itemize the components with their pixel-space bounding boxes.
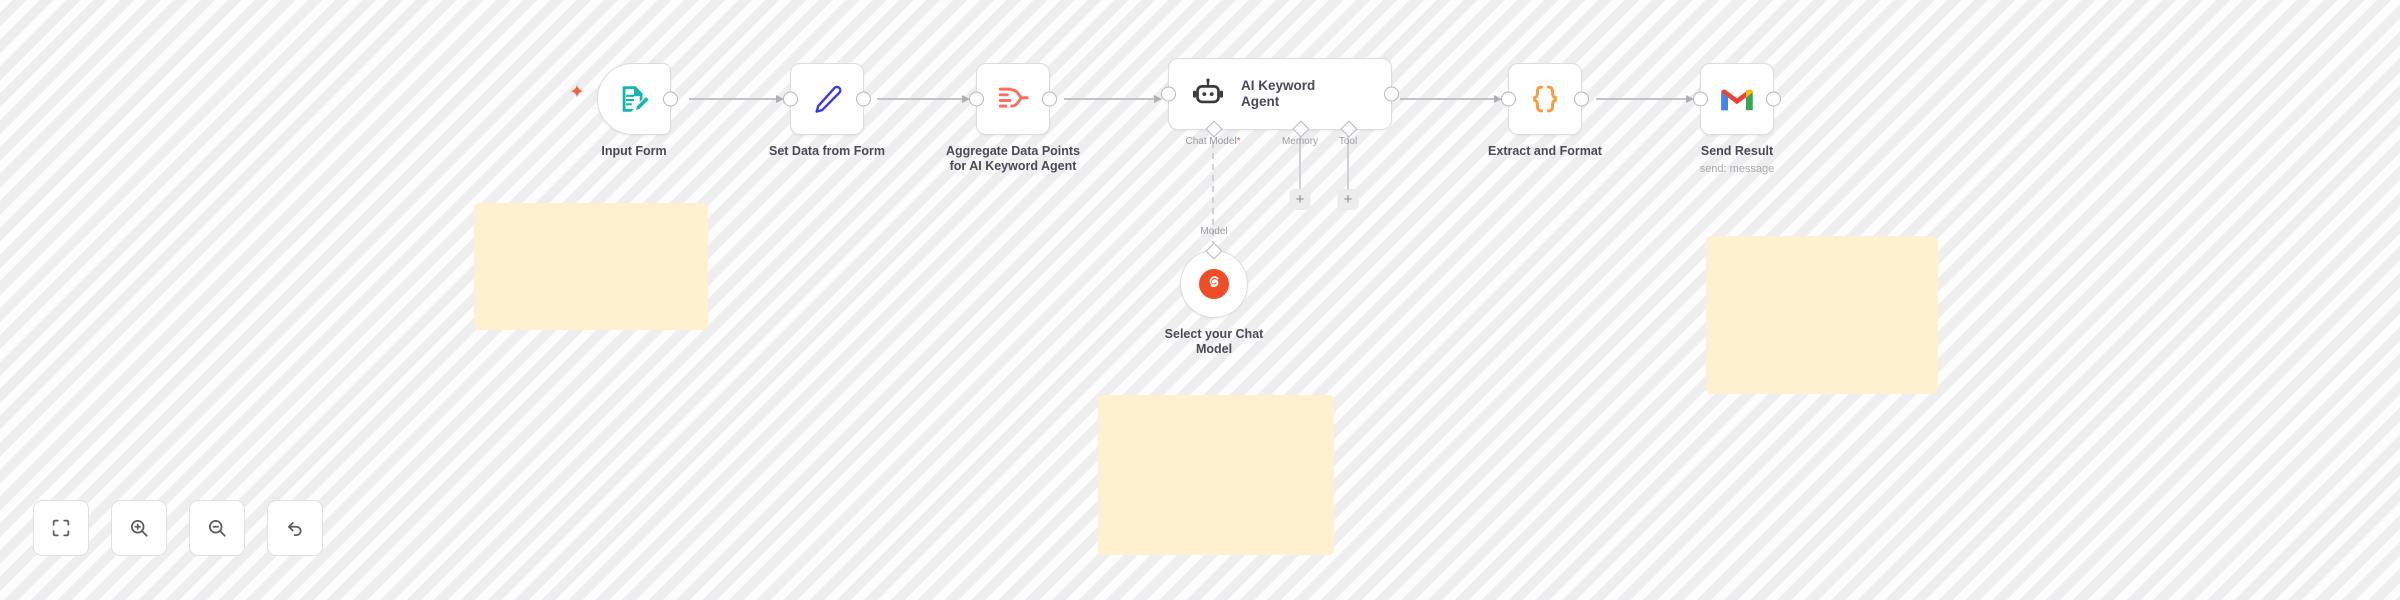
sticky-note-center[interactable] — [1098, 395, 1334, 555]
node-label: Send Result — [1700, 144, 1774, 158]
node-label: Set Data from Form — [769, 144, 885, 158]
input-port[interactable] — [1501, 91, 1516, 107]
node-select-your-chat-model[interactable]: Model Select your Chat Model — [1165, 226, 1264, 356]
output-port[interactable] — [663, 91, 678, 107]
node-set-data-from-form[interactable]: Set Data from Form — [769, 63, 885, 158]
undo-arrow-icon — [288, 522, 302, 537]
aggregate-icon — [998, 87, 1029, 108]
gmail-icon — [1721, 89, 1753, 111]
input-port[interactable] — [783, 91, 798, 107]
zoom-toolbar — [33, 500, 323, 556]
node-sublabel: send: message — [1699, 163, 1775, 175]
node-label: Aggregate Data Points for AI Keyword Age… — [945, 144, 1081, 174]
robot-icon — [1192, 78, 1224, 104]
node-label: Input Form — [601, 144, 667, 158]
model-port-label: Model — [1200, 226, 1228, 237]
node-send-result[interactable]: Send Result send: message — [1693, 63, 1781, 175]
zoom-in-button[interactable] — [111, 500, 167, 556]
zoom-out-button[interactable] — [189, 500, 245, 556]
node-label: Extract and Format — [1488, 144, 1602, 158]
memory-port-label: Memory — [1281, 136, 1319, 147]
node-label: Select your Chat Model — [1164, 327, 1264, 357]
chat-model-badge-icon — [1199, 269, 1229, 299]
tool-port-label: Tool — [1338, 136, 1358, 147]
input-port[interactable] — [969, 91, 984, 107]
node-input-form[interactable]: ✦ Input Form — [569, 63, 678, 158]
fit-to-view-button[interactable] — [33, 500, 89, 556]
output-port[interactable] — [1766, 91, 1781, 107]
zoom-in-icon — [130, 519, 148, 537]
chat-model-port-label: Chat Model* — [1185, 136, 1241, 147]
node-extract-and-format[interactable]: Extract and Format — [1488, 63, 1602, 158]
output-port[interactable] — [1574, 91, 1589, 107]
fit-to-view-icon — [52, 519, 70, 537]
reset-zoom-button[interactable] — [267, 500, 323, 556]
input-port[interactable] — [1161, 86, 1176, 102]
form-edit-icon — [622, 86, 649, 112]
input-port[interactable] — [1693, 91, 1708, 107]
trigger-bolt-icon: ✦ — [569, 82, 585, 103]
add-tool-button[interactable]: + — [1337, 189, 1359, 210]
output-port[interactable] — [1384, 86, 1399, 102]
output-port[interactable] — [1042, 91, 1057, 107]
add-memory-button[interactable]: + — [1289, 189, 1311, 210]
pen-icon — [815, 85, 842, 113]
code-braces-icon — [1533, 85, 1557, 113]
sticky-note-left[interactable] — [474, 203, 708, 330]
zoom-out-icon — [208, 519, 226, 537]
sticky-note-right[interactable] — [1706, 236, 1938, 394]
output-port[interactable] — [856, 91, 871, 107]
node-aggregate-data-points[interactable]: Aggregate Data Points for AI Keyword Age… — [946, 63, 1080, 173]
node-ai-keyword-agent[interactable]: AI Keyword Agent Chat Model* Memory Tool… — [1161, 58, 1399, 210]
agent-title: AI Keyword Agent — [1241, 77, 1316, 109]
